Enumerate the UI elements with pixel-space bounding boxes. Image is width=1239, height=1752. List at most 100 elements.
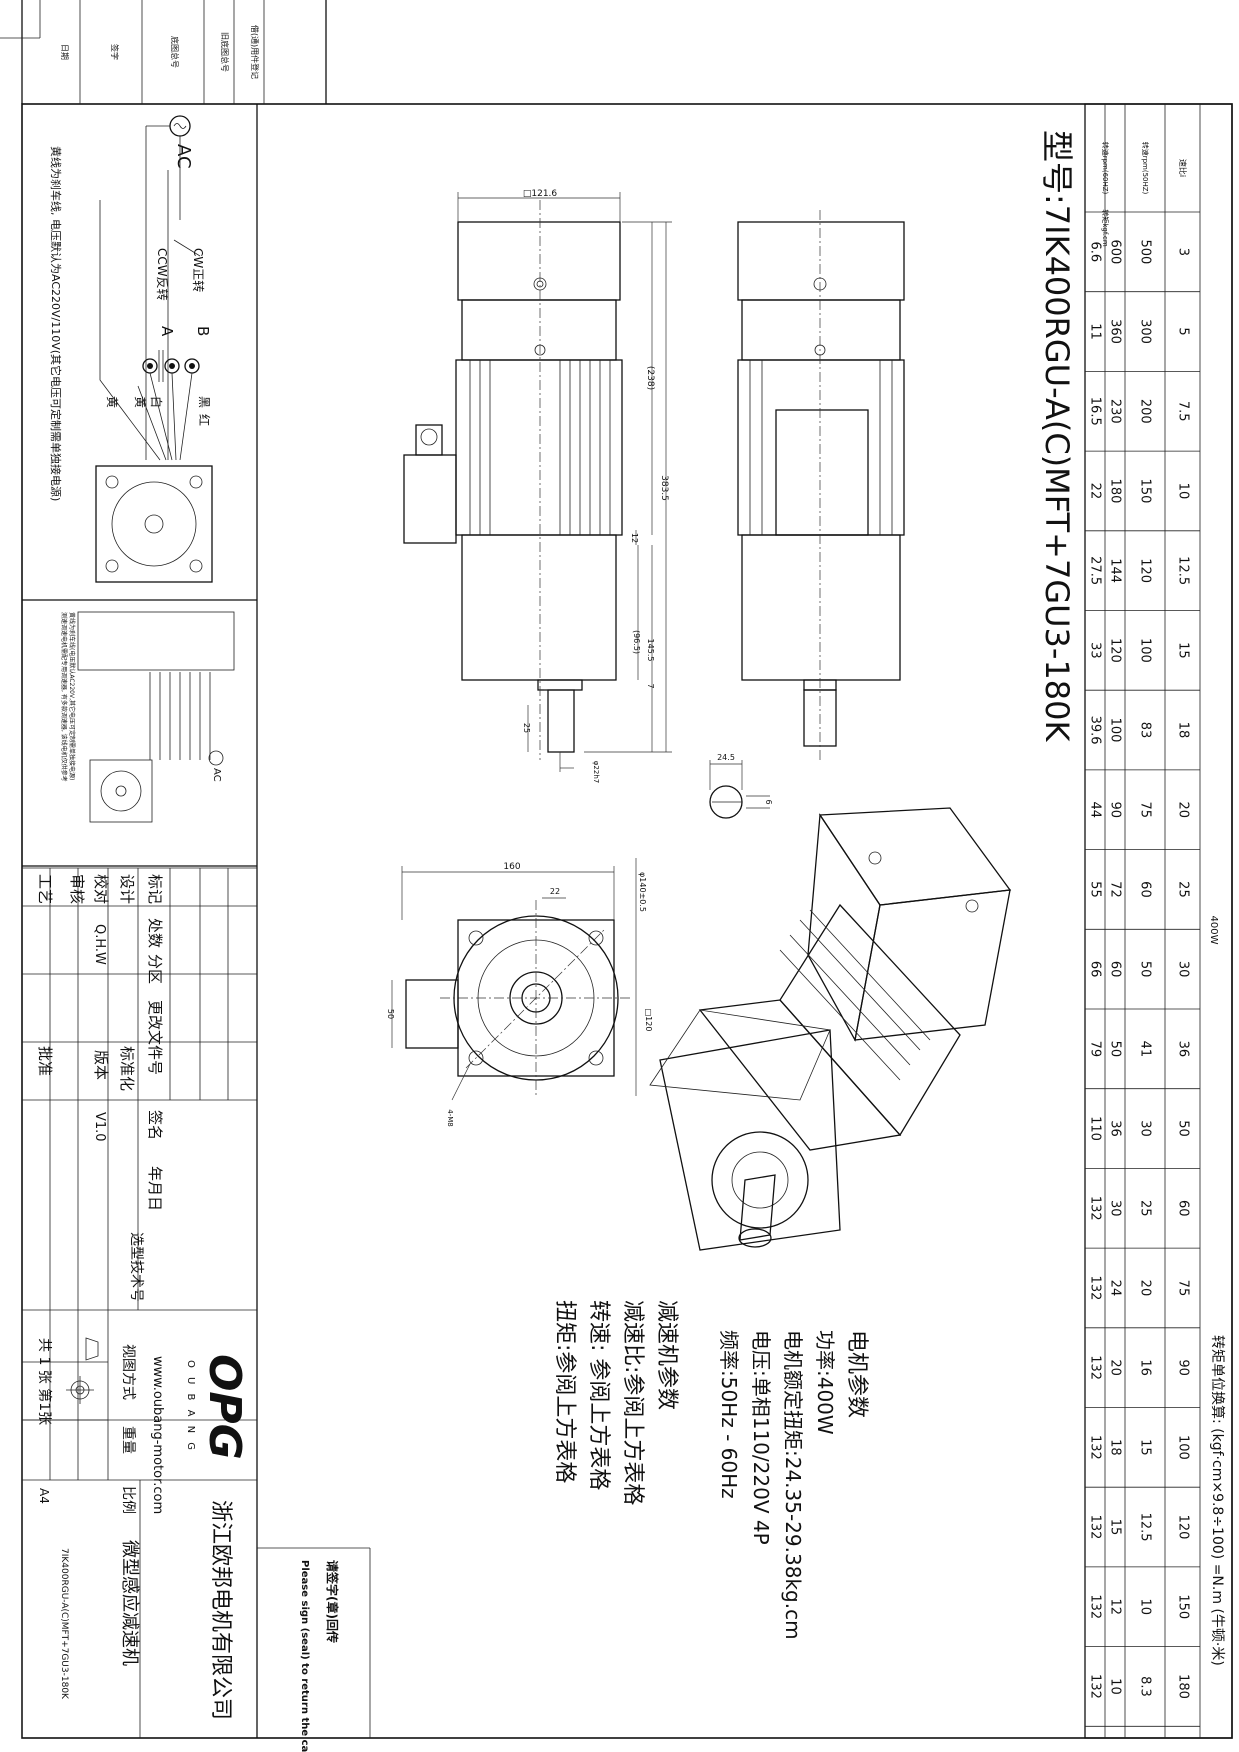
table-cell-ratio: 90	[1176, 1359, 1191, 1376]
unit-note: 转矩单位换算: (kgf·cm×9.8÷100) =N.m (牛顿·米)	[1209, 1335, 1226, 1666]
table-cell-torque: 33	[1088, 642, 1103, 659]
table-cell-rpm50: 150	[1138, 479, 1153, 504]
wire-yellow: 黄	[105, 396, 119, 408]
table-cell-torque: 22	[1088, 483, 1103, 500]
table-cell-torque: 132	[1088, 1196, 1103, 1221]
tb-check: 校对	[92, 874, 110, 904]
tb-design: 设计	[118, 874, 136, 904]
table-cell-torque: 6.6	[1088, 242, 1103, 263]
tb-place: 处数	[146, 918, 164, 948]
table-cell-rpm60: 24	[1108, 1280, 1123, 1297]
wire-red: 红	[197, 414, 212, 426]
table-cell-ratio: 10	[1176, 483, 1191, 500]
wire-yellow: 黄	[133, 396, 147, 408]
table-cell-rpm60: 12	[1108, 1598, 1123, 1615]
table-cell-rpm50: 60	[1138, 881, 1153, 898]
return-en: Please sign (seal) to return the call	[299, 1560, 310, 1752]
table-cell-ratio: 60	[1176, 1200, 1191, 1217]
wiring-diagram-speed: AC 黄线为刹车线(电压默认AC220V,其它电压可定制需单独接电源) 测速调速…	[22, 611, 257, 867]
isometric-view-drawing	[649, 807, 1012, 1251]
table-cell-torque: 39.6	[1088, 716, 1103, 745]
tb-size: A4	[37, 1488, 51, 1504]
table-cell-ratio: 75	[1176, 1280, 1191, 1297]
strip-label: 底图总号	[170, 36, 180, 68]
table-cell-torque: 44	[1088, 801, 1103, 818]
params-block: 电机参数 功率:400W 电机额定扭矩:24.35-29.38kg.cm 电压:…	[552, 1300, 869, 1640]
ccw-label: CCW反转	[155, 248, 170, 301]
table-cell-rpm60: 600	[1108, 239, 1123, 264]
dim-label: □121.6	[523, 189, 558, 199]
table-cell-rpm50: 500	[1138, 239, 1153, 264]
table-cell-rpm60: 10	[1108, 1678, 1123, 1695]
tb-review: 审核	[68, 874, 86, 904]
dim-label: (96.5)	[632, 630, 641, 654]
wiring2-note: 黄线为刹车线(电压默认AC220V,其它电压可定制需单独接电源)	[68, 612, 76, 780]
table-cell-rpm60: 60	[1108, 961, 1123, 978]
strip-label: 借(通)用件登记	[250, 25, 260, 79]
tb-weight: 重量	[120, 1426, 136, 1454]
table-cell-ratio: 20	[1176, 801, 1191, 818]
gear-param-line: 减速机参数	[654, 1300, 679, 1410]
dim-label: 24.5	[717, 753, 735, 762]
tb-version: 版本	[92, 1050, 110, 1080]
b-label: B	[194, 326, 212, 336]
table-cell-rpm60: 18	[1108, 1439, 1123, 1456]
strip-label: 签字	[110, 44, 120, 60]
wire-white: 白	[149, 396, 164, 408]
company-logo: OPG	[199, 1354, 250, 1460]
table-cell-rpm60: 30	[1108, 1200, 1123, 1217]
tb-sheets: 共 1 张 第1张	[36, 1338, 53, 1425]
model-title: 型号:7IK400RGU-A(C)MFT+7GU3-180K	[1038, 130, 1076, 743]
table-cell-rpm60: 100	[1108, 718, 1123, 743]
table-cell-rpm50: 50	[1138, 961, 1153, 978]
tb-approve: 批准	[36, 1046, 54, 1076]
table-cell-torque: 66	[1088, 961, 1103, 978]
logo-subtitle: O U B A N G	[185, 1360, 196, 1453]
row-label-rpm50: 转速rpm(50HZ)	[1141, 142, 1150, 195]
a-label: A	[158, 326, 176, 337]
table-cell-rpm50: 25	[1138, 1200, 1153, 1217]
dim-label: 160	[503, 862, 520, 872]
row-label-rpm60: 转速rpm(60HZ)	[1101, 142, 1110, 195]
shaft-section-drawing: 24.5 6	[709, 753, 773, 819]
table-cell-torque: 132	[1088, 1435, 1103, 1460]
table-cell-rpm60: 120	[1108, 638, 1123, 663]
dim-label: 7	[646, 683, 655, 688]
table-cell-rpm50: 83	[1138, 722, 1153, 739]
table-cell-torque: 55	[1088, 881, 1103, 898]
dim-label: □120	[644, 1009, 653, 1032]
title-block: 标记 处数 分区 更改文件号 签名 年月日 设计 标准化 校对 Q.H.W 版本…	[21, 867, 371, 1752]
motor-param-line: 功率:400W	[813, 1330, 837, 1435]
row-label-torque: 转矩kgf.cm	[1101, 209, 1110, 247]
tb-standard: 标准化	[118, 1046, 136, 1091]
dim-label: 22	[550, 887, 560, 896]
company-website: www.oubang-motor.com	[150, 1356, 165, 1514]
side-view-drawing: □121.6 (238) 383.5 12 (96.5) 145.5 7 25 …	[403, 189, 672, 783]
table-cell-rpm50: 120	[1138, 558, 1153, 583]
table-cell-rpm50: 30	[1138, 1120, 1153, 1137]
dim-label: 25	[522, 723, 531, 733]
table-cell-ratio: 7.5	[1176, 401, 1191, 422]
table-cell-torque: 132	[1088, 1594, 1103, 1619]
product-name: 微型感应减速机	[119, 1540, 140, 1666]
table-cell-torque: 132	[1088, 1515, 1103, 1540]
motor-param-line: 电压:单相110/220V 4P	[749, 1330, 773, 1545]
table-cell-torque: 132	[1088, 1355, 1103, 1380]
row-label-ratio: 速比i	[1178, 159, 1188, 177]
wiring2-note: 测速调速电机需配专用调速器, 有多款调速器, 该线电机仅供参考	[60, 612, 68, 782]
table-cell-rpm60: 36	[1108, 1120, 1123, 1137]
speed-table: 转矩单位换算: (kgf·cm×9.8÷100) =N.m (牛顿·米) 400…	[1084, 103, 1233, 1739]
table-cell-ratio: 36	[1176, 1041, 1191, 1058]
table-cell-ratio: 25	[1176, 881, 1191, 898]
dim-label: φ140±0.5	[638, 872, 647, 912]
table-cell-rpm50: 300	[1138, 319, 1153, 344]
table-cell-rpm50: 8.3	[1138, 1676, 1153, 1697]
table-cell-torque: 27.5	[1088, 556, 1103, 585]
table-cell-rpm50: 100	[1138, 638, 1153, 663]
table-cell-torque: 11	[1088, 323, 1103, 340]
table-cell-ratio: 50	[1176, 1120, 1191, 1137]
table-cell-rpm50: 200	[1138, 399, 1153, 424]
tb-zone: 分区	[146, 954, 164, 984]
tb-change-doc: 更改文件号	[146, 1000, 164, 1075]
